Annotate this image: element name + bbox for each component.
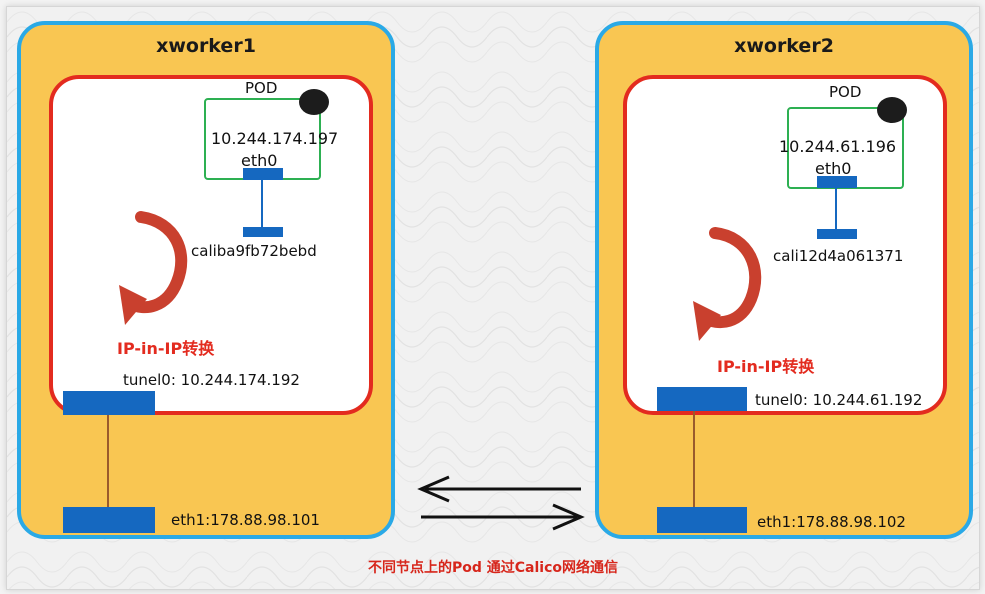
diagram-canvas: xworker1 POD 10.244.174.197 eth0 caliba9… <box>6 6 980 590</box>
pod-label: POD <box>829 83 862 101</box>
pod-dot-icon <box>877 97 907 123</box>
tunnel-eth-link <box>693 411 695 509</box>
host-namespace: POD 10.244.61.196 eth0 cali12d4a061371 I… <box>623 75 947 415</box>
pod-ip: 10.244.174.197 <box>211 129 339 148</box>
bidirectional-arrows-icon <box>417 475 585 531</box>
pod-ip: 10.244.61.196 <box>779 137 897 156</box>
veth-interface <box>817 229 857 239</box>
pod-label: POD <box>245 79 278 97</box>
pod-iface: eth0 <box>241 151 278 170</box>
ipip-convert-label: IP-in-IP转换 <box>117 339 215 358</box>
veth-name: cali12d4a061371 <box>773 247 904 265</box>
veth-interface <box>243 227 283 237</box>
veth-link <box>261 180 263 228</box>
veth-name: caliba9fb72bebd <box>191 242 317 260</box>
veth-link <box>835 188 837 230</box>
diagram-caption: 不同节点上的Pod 通过Calico网络通信 <box>367 560 618 576</box>
ipip-convert-label: IP-in-IP转换 <box>717 357 815 376</box>
tunnel-label: tunel0: 10.244.61.192 <box>755 391 923 409</box>
pod-dot-icon <box>299 89 329 115</box>
tunnel-interface <box>63 391 155 415</box>
eth1-interface <box>657 507 747 533</box>
diagram-overlay <box>119 211 762 531</box>
node-xworker2: xworker2 POD 10.244.61.196 eth0 cali12d4… <box>595 21 973 539</box>
node-title: xworker2 <box>734 35 834 57</box>
node-xworker1: xworker1 POD 10.244.174.197 eth0 caliba9… <box>17 21 395 539</box>
node-title: xworker1 <box>156 35 256 57</box>
eth1-label: eth1:178.88.98.101 <box>171 511 320 529</box>
tunnel-interface <box>657 387 747 411</box>
pod-box <box>204 98 321 180</box>
pod-iface: eth0 <box>815 159 852 178</box>
host-namespace: POD 10.244.174.197 eth0 caliba9fb72bebd … <box>49 75 373 415</box>
circular-arrow-icon <box>119 211 188 325</box>
eth0-interface <box>817 176 857 188</box>
tunnel-eth-link <box>107 415 109 509</box>
tunnel-label: tunel0: 10.244.174.192 <box>123 371 300 389</box>
circular-arrow-icon <box>693 227 762 341</box>
eth1-label: eth1:178.88.98.102 <box>757 513 906 531</box>
eth1-interface <box>63 507 155 533</box>
eth0-interface <box>243 168 283 180</box>
